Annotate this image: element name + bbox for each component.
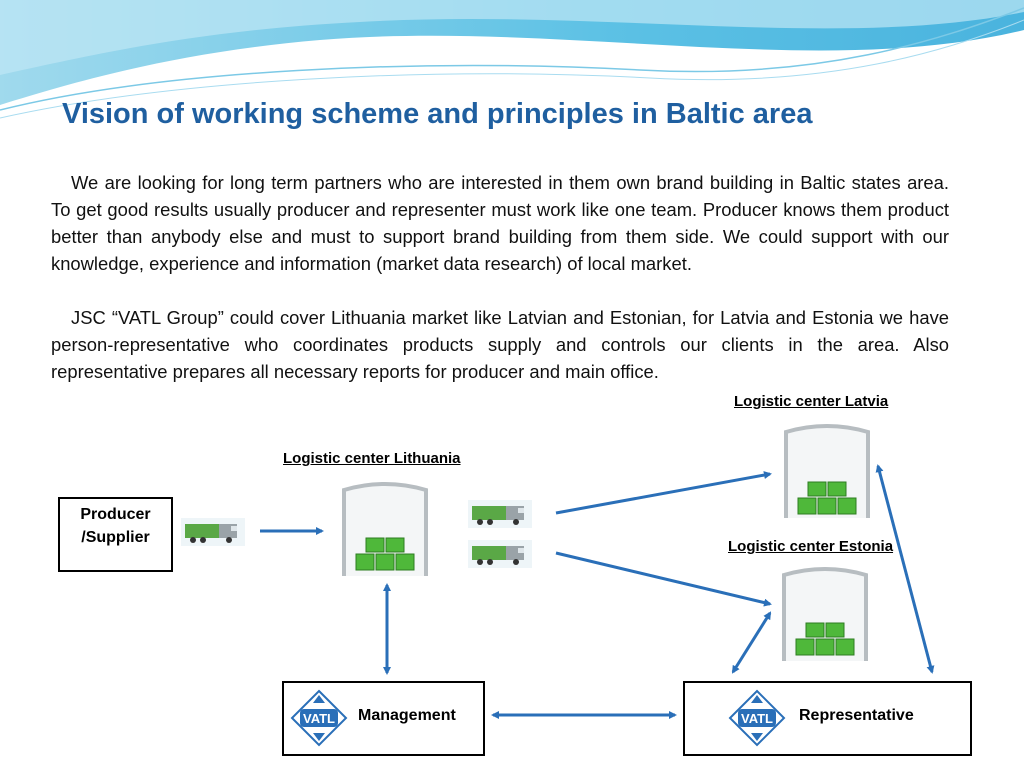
representative-label: Representative bbox=[799, 707, 914, 724]
svg-text:VATL: VATL bbox=[303, 711, 335, 726]
producer-label: Producer /Supplier bbox=[60, 503, 171, 549]
producer-line2: /Supplier bbox=[81, 529, 150, 546]
vatl-logo-icon: VATL bbox=[290, 689, 348, 747]
logistic-center-latvia-label: Logistic center Latvia bbox=[734, 393, 889, 410]
page-title: Vision of working scheme and principles … bbox=[62, 98, 813, 130]
logistic-center-estonia-label: Logistic center Estonia bbox=[728, 538, 894, 555]
producer-supplier-box: Producer /Supplier bbox=[58, 497, 173, 572]
svg-text:VATL: VATL bbox=[741, 711, 773, 726]
warehouse-icon bbox=[342, 482, 428, 576]
truck-icon bbox=[181, 518, 245, 546]
truck-icon bbox=[468, 500, 532, 528]
logistic-center-lithuania-label: Logistic center Lithuania bbox=[283, 450, 461, 467]
management-label: Management bbox=[358, 707, 456, 724]
arrow-estonia-representative bbox=[731, 611, 772, 674]
intro-paragraph: We are looking for long term partners wh… bbox=[51, 172, 949, 274]
management-box: VATL Management bbox=[282, 681, 485, 756]
truck-icon bbox=[468, 540, 532, 568]
warehouse-icon bbox=[782, 567, 868, 661]
arrow-latvia-representative bbox=[875, 464, 935, 674]
representative-box: VATL Representative bbox=[683, 681, 972, 756]
arrow-lithuania-to-latvia bbox=[555, 471, 772, 515]
vatl-logo-icon: VATL bbox=[728, 689, 786, 747]
coverage-paragraph: JSC “VATL Group” could cover Lithuania m… bbox=[51, 307, 949, 382]
arrow-lithuania-to-estonia bbox=[555, 551, 772, 607]
header-wave-decoration bbox=[0, 0, 1024, 119]
producer-line1: Producer bbox=[80, 506, 151, 523]
warehouse-icon bbox=[784, 424, 870, 518]
